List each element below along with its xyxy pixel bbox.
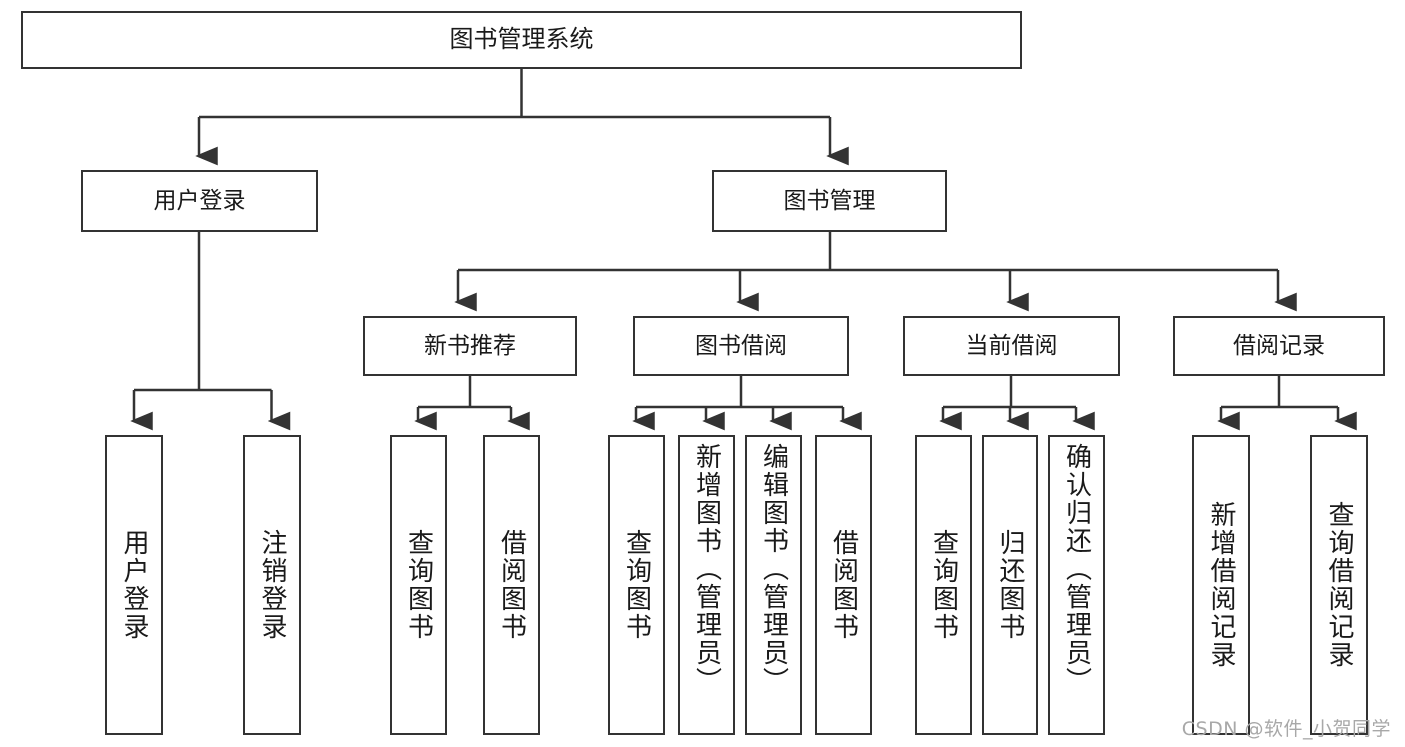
node-user-login-label: 用户登录	[153, 187, 246, 214]
node-leaf-add-record[interactable]: 新增借阅记录	[1192, 435, 1250, 735]
node-leaf-user-login[interactable]: 用户登录	[105, 435, 163, 735]
node-book-borrow[interactable]: 图书借阅	[633, 316, 849, 376]
node-leaf-user-logout-label: 注销登录	[257, 529, 287, 641]
node-book-manage[interactable]: 图书管理	[712, 170, 947, 232]
node-leaf-add-record-label: 新增借阅记录	[1206, 501, 1236, 669]
node-leaf-user-login-label: 用户登录	[119, 529, 149, 641]
node-leaf-add-book[interactable]: 新增图书（管理员）	[678, 435, 735, 735]
node-leaf-user-logout[interactable]: 注销登录	[243, 435, 301, 735]
node-leaf-query-book-1[interactable]: 查询图书	[390, 435, 447, 735]
node-leaf-confirm-return-label: 确认归还（管理员）	[1061, 443, 1092, 695]
node-current-borrow-label: 当前借阅	[965, 332, 1058, 359]
node-leaf-borrow-book-2-label: 借阅图书	[828, 529, 859, 641]
node-leaf-return-book-label: 归还图书	[995, 529, 1025, 641]
node-leaf-query-record[interactable]: 查询借阅记录	[1310, 435, 1368, 735]
node-leaf-confirm-return[interactable]: 确认归还（管理员）	[1048, 435, 1105, 735]
node-borrow-record-label: 借阅记录	[1233, 332, 1325, 359]
node-borrow-record[interactable]: 借阅记录	[1173, 316, 1385, 376]
node-leaf-borrow-book-1-label: 借阅图书	[496, 529, 527, 641]
node-leaf-query-book-3[interactable]: 查询图书	[915, 435, 972, 735]
node-leaf-edit-book-label: 编辑图书（管理员）	[758, 443, 789, 695]
node-leaf-query-book-3-label: 查询图书	[928, 529, 959, 641]
node-leaf-query-book-2-label: 查询图书	[621, 529, 652, 641]
watermark: CSDN @软件_小贺同学	[1181, 718, 1391, 740]
node-leaf-add-book-label: 新增图书（管理员）	[691, 443, 722, 695]
node-leaf-return-book[interactable]: 归还图书	[982, 435, 1038, 735]
node-user-login[interactable]: 用户登录	[81, 170, 318, 232]
node-leaf-borrow-book-1[interactable]: 借阅图书	[483, 435, 540, 735]
node-leaf-query-book-1-label: 查询图书	[403, 529, 434, 641]
node-new-book-recommend-label: 新书推荐	[424, 332, 516, 359]
node-book-borrow-label: 图书借阅	[695, 332, 787, 359]
node-leaf-borrow-book-2[interactable]: 借阅图书	[815, 435, 872, 735]
node-current-borrow[interactable]: 当前借阅	[903, 316, 1120, 376]
node-new-book-recommend[interactable]: 新书推荐	[363, 316, 577, 376]
node-leaf-query-record-label: 查询借阅记录	[1324, 501, 1354, 669]
node-leaf-query-book-2[interactable]: 查询图书	[608, 435, 665, 735]
node-leaf-edit-book[interactable]: 编辑图书（管理员）	[745, 435, 802, 735]
node-book-manage-label: 图书管理	[783, 187, 876, 214]
node-root[interactable]: 图书管理系统	[21, 11, 1022, 69]
node-root-label: 图书管理系统	[449, 25, 594, 54]
